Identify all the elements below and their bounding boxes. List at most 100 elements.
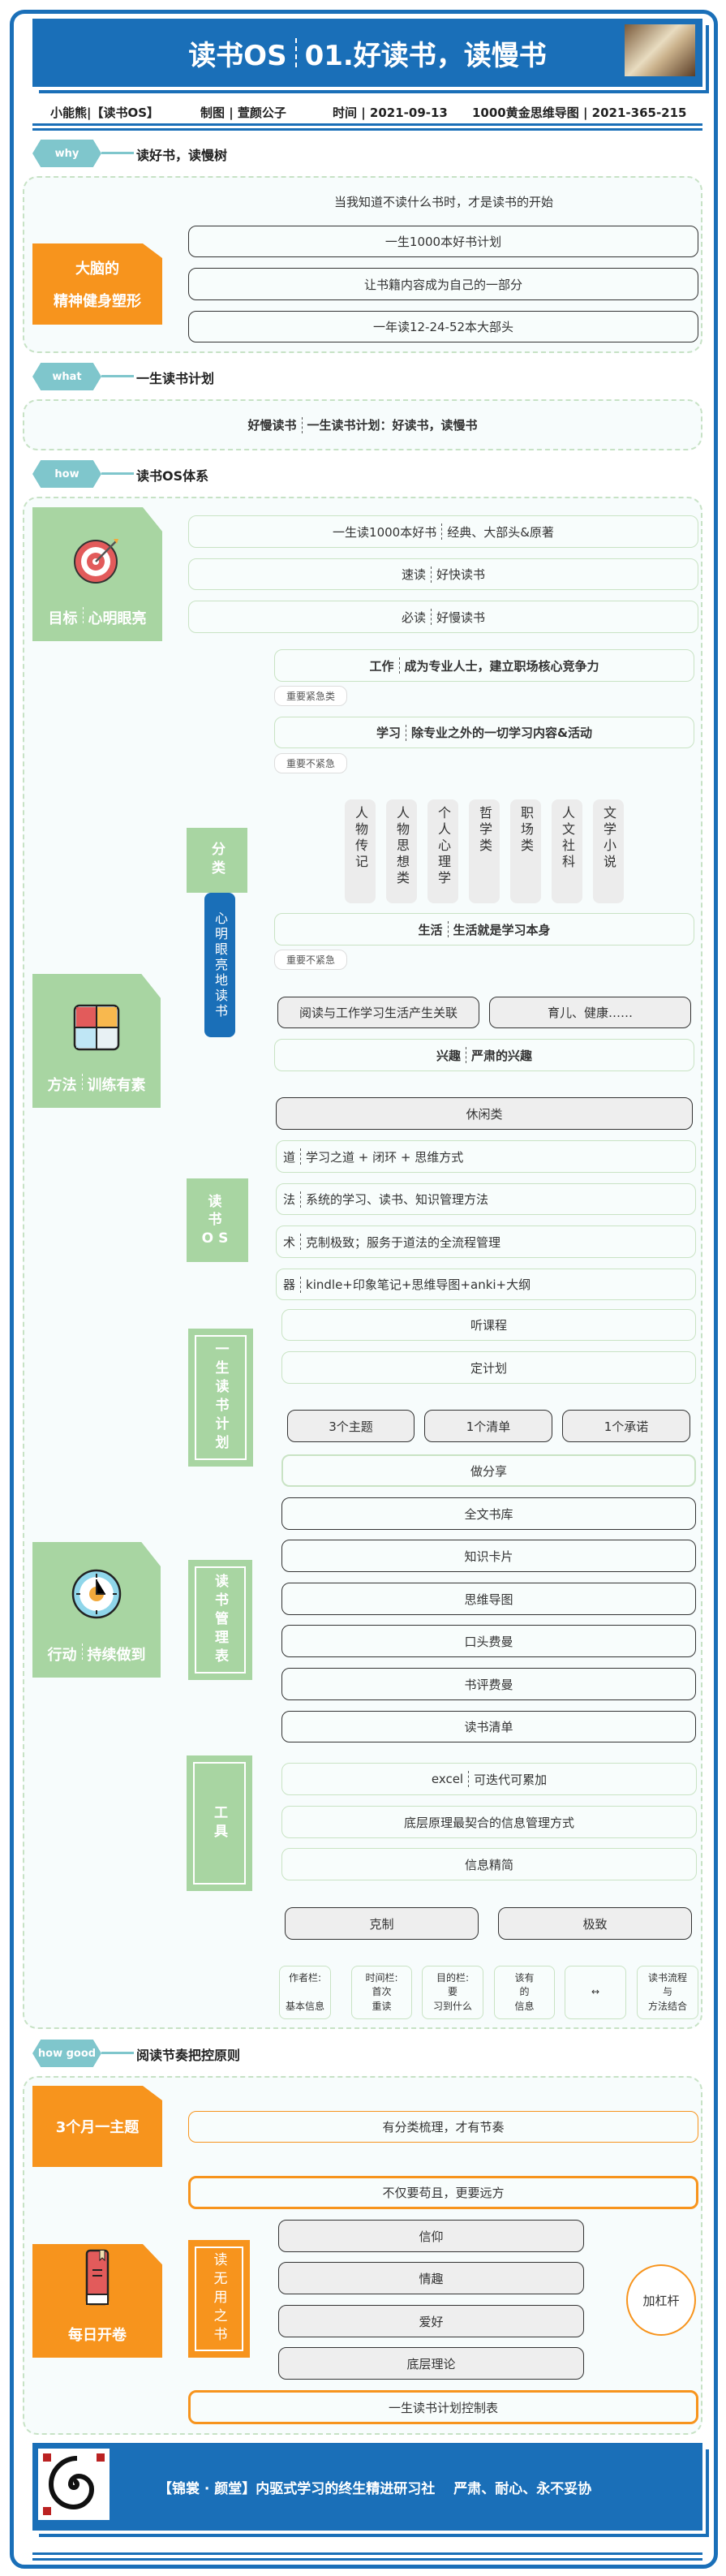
reading-os-node[interactable]: 读书OS bbox=[187, 1178, 248, 1262]
why-item[interactable]: 让书籍内容成为自己的一部分 bbox=[188, 268, 698, 300]
os-item[interactable]: 法系统的学习、读书、知识管理方法 bbox=[276, 1183, 696, 1215]
what-right: 一生读书计划：好读书，读慢书 bbox=[307, 418, 478, 433]
section-title-how: 读书OS体系 bbox=[136, 468, 209, 484]
plan-item[interactable]: 定计划 bbox=[281, 1351, 696, 1384]
item-key: 器 bbox=[283, 1277, 296, 1292]
study-node[interactable]: 学习除专业之外的一切学习内容&活动 bbox=[274, 717, 694, 748]
item-value: 可迭代可累加 bbox=[474, 1772, 548, 1787]
action-b: 持续做到 bbox=[87, 1647, 146, 1664]
separator bbox=[82, 607, 84, 623]
useless-item[interactable]: 底层理论 bbox=[278, 2347, 584, 2380]
plan-child[interactable]: 1个清单 bbox=[424, 1410, 552, 1442]
life-node[interactable]: 生活生活就是学习本身 bbox=[274, 913, 694, 946]
os-item[interactable]: 道学习之道 + 闭环 + 思维方式 bbox=[276, 1140, 696, 1173]
restrain-card[interactable]: 时间栏: 首次 重读 bbox=[351, 1966, 412, 2019]
separator bbox=[300, 1191, 302, 1208]
why-item[interactable]: 一生1000本好书计划 bbox=[188, 226, 698, 257]
restrain-card[interactable]: 作者栏: 基本信息 bbox=[279, 1966, 331, 2019]
useless-item[interactable]: 爱好 bbox=[278, 2305, 584, 2337]
work-node[interactable]: 工作成为专业人士，建立职场核心竞争力 bbox=[274, 649, 694, 682]
table-item[interactable]: 书评费曼 bbox=[281, 1668, 696, 1700]
restrain-node[interactable]: 克制 bbox=[285, 1907, 479, 1940]
theme-node[interactable]: 3个月一主题 bbox=[32, 2086, 162, 2167]
classify-node[interactable]: 分类 bbox=[187, 828, 247, 893]
daily-node[interactable]: 每日开卷 bbox=[32, 2244, 162, 2358]
why-quote: 当我知道不读什么书时，才是读书的开始 bbox=[333, 195, 553, 209]
method-node[interactable]: 方法训练有素 bbox=[32, 974, 161, 1108]
useless-books-node[interactable]: 读无用之书 bbox=[188, 2240, 250, 2358]
section-tag-how-good: how good bbox=[32, 2040, 101, 2067]
extreme-node[interactable]: 极致 bbox=[498, 1907, 692, 1940]
tools-node[interactable]: 工具 bbox=[187, 1755, 252, 1891]
study-card[interactable]: 人文社科 bbox=[552, 799, 582, 903]
separator bbox=[431, 609, 432, 625]
qr-code bbox=[38, 2449, 110, 2520]
tag-line bbox=[101, 472, 134, 475]
plan-item[interactable]: 听课程 bbox=[281, 1309, 696, 1341]
info-series: 1000黄金思维导图 | 2021-365-215 bbox=[472, 106, 687, 120]
extreme-card[interactable]: ↔ bbox=[565, 1966, 626, 2019]
title-left: 读书OS bbox=[188, 39, 287, 72]
leverage-node[interactable]: 加杠杆 bbox=[626, 2264, 696, 2336]
why-item[interactable]: 一年读12-24-52本大部头 bbox=[188, 311, 698, 342]
section-tag-what: what bbox=[32, 363, 101, 390]
tools-item[interactable]: 底层原理最契合的信息管理方式 bbox=[281, 1806, 697, 1838]
life-child[interactable]: 阅读与工作学习生活产生关联 bbox=[277, 997, 479, 1028]
why-main-node[interactable]: 大脑的 精神健身塑形 bbox=[32, 243, 162, 325]
item-key: 生活 bbox=[418, 922, 443, 937]
plan-item[interactable]: 做分享 bbox=[281, 1454, 696, 1487]
tag-line bbox=[101, 375, 134, 377]
table-item[interactable]: 全文书库 bbox=[281, 1497, 696, 1530]
os-item[interactable]: 术克制极致；服务于道法的全流程管理 bbox=[276, 1226, 696, 1258]
study-card[interactable]: 人物思想类 bbox=[386, 799, 417, 903]
plan-child[interactable]: 1个承诺 bbox=[562, 1410, 690, 1442]
info-date: 时间 | 2021-09-13 bbox=[333, 106, 448, 120]
restrain-card[interactable]: 目的栏: 要 习到什么 bbox=[422, 1966, 483, 2019]
item-key: 工作 bbox=[369, 658, 394, 674]
action-node[interactable]: 行动持续做到 bbox=[32, 1542, 161, 1678]
table-item[interactable]: 口头费曼 bbox=[281, 1625, 696, 1657]
extreme-card[interactable]: 读书流程 与 方法结合 bbox=[637, 1966, 698, 2019]
daily-item[interactable]: 不仅要苟且，更要远方 bbox=[188, 2176, 698, 2209]
item-key: 兴趣 bbox=[436, 1048, 461, 1063]
goal-item[interactable]: 速读好快读书 bbox=[188, 558, 698, 590]
leisure-node[interactable]: 休闲类 bbox=[276, 1097, 693, 1130]
tools-item[interactable]: 信息精简 bbox=[281, 1848, 697, 1880]
plan-node[interactable]: 一生读书计划 bbox=[188, 1329, 253, 1467]
life-child[interactable]: 育儿、健康…… bbox=[489, 997, 691, 1028]
table-node[interactable]: 读书管理表 bbox=[188, 1560, 252, 1680]
book-icon bbox=[85, 2249, 110, 2306]
divider bbox=[32, 2558, 702, 2561]
separator bbox=[300, 1148, 302, 1165]
item-key: 速读 bbox=[401, 567, 426, 582]
separator bbox=[447, 921, 449, 937]
extreme-card[interactable]: 该有 的 信息 bbox=[494, 1966, 555, 2019]
item-key: 道 bbox=[283, 1149, 296, 1165]
table-item[interactable]: 思维导图 bbox=[281, 1583, 696, 1615]
item-value: 除专业之外的一切学习内容&活动 bbox=[410, 726, 593, 740]
item-value: 经典、大部头&原著 bbox=[447, 524, 554, 540]
goal-item[interactable]: 一生读1000本好书经典、大部头&原著 bbox=[188, 515, 698, 548]
study-card[interactable]: 个人心理学 bbox=[427, 799, 458, 903]
daily-item[interactable]: 一生读书计划控制表 bbox=[188, 2390, 698, 2424]
priority-tag: 重要不紧急 bbox=[274, 753, 347, 773]
useless-item[interactable]: 信仰 bbox=[278, 2220, 584, 2252]
study-card[interactable]: 文学小说 bbox=[593, 799, 624, 903]
item-value: 学习之道 + 闭环 + 思维方式 bbox=[306, 1149, 464, 1165]
study-card[interactable]: 哲学类 bbox=[469, 799, 500, 903]
separator bbox=[301, 416, 303, 433]
table-item[interactable]: 读书清单 bbox=[281, 1711, 696, 1742]
theme-item[interactable]: 有分类梳理，才有节奏 bbox=[188, 2111, 698, 2143]
study-card[interactable]: 人物传记 bbox=[345, 799, 376, 903]
useless-item[interactable]: 情趣 bbox=[278, 2262, 584, 2294]
interest-node[interactable]: 兴趣严肃的兴趣 bbox=[274, 1039, 694, 1071]
study-card[interactable]: 职场类 bbox=[510, 799, 541, 903]
table-item[interactable]: 知识卡片 bbox=[281, 1540, 696, 1572]
goal-node[interactable]: 目标心明眼亮 bbox=[32, 507, 162, 641]
plan-child[interactable]: 3个主题 bbox=[287, 1410, 415, 1442]
separator bbox=[300, 1234, 302, 1250]
goal-item[interactable]: 必读好慢读书 bbox=[188, 601, 698, 633]
section-title-what: 一生读书计划 bbox=[136, 371, 215, 386]
